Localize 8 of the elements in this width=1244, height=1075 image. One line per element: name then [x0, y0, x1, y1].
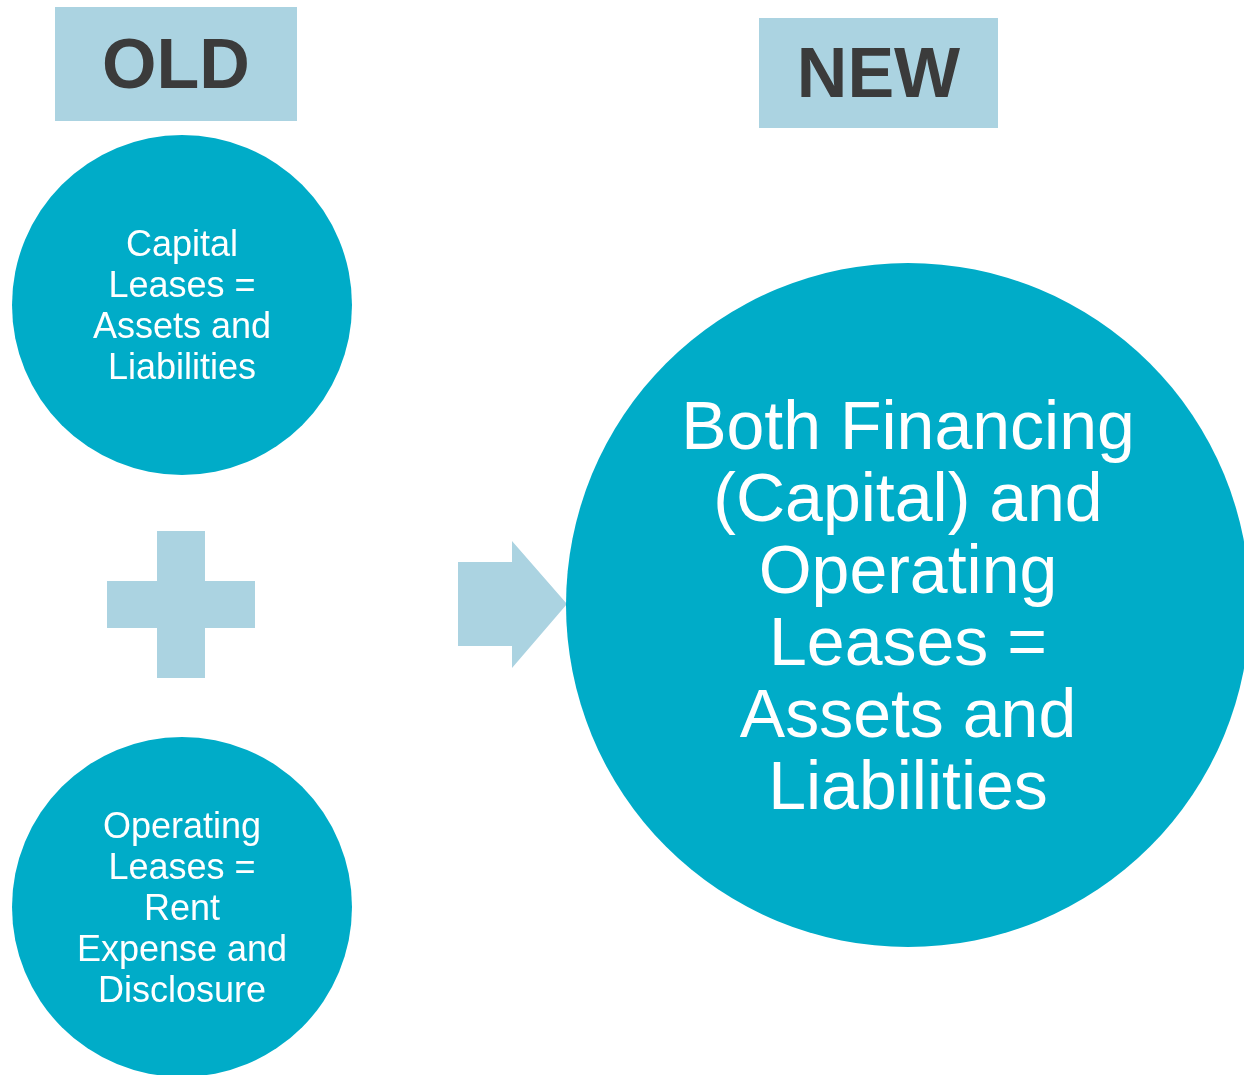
circle-text: Both Financing (Capital) and Operating Leases = Assets and Liabilities — [680, 389, 1136, 821]
circle-text: Operating Leases = Rent Expense and Disclosure — [75, 804, 289, 1010]
block-arrow — [458, 541, 567, 668]
heading-text: OLD — [102, 29, 250, 99]
circle-text: Capital Leases = Assets and Liabilities — [91, 223, 273, 387]
heading-box — [55, 7, 297, 121]
heading-box — [759, 18, 998, 128]
heading-text: NEW — [796, 38, 961, 108]
